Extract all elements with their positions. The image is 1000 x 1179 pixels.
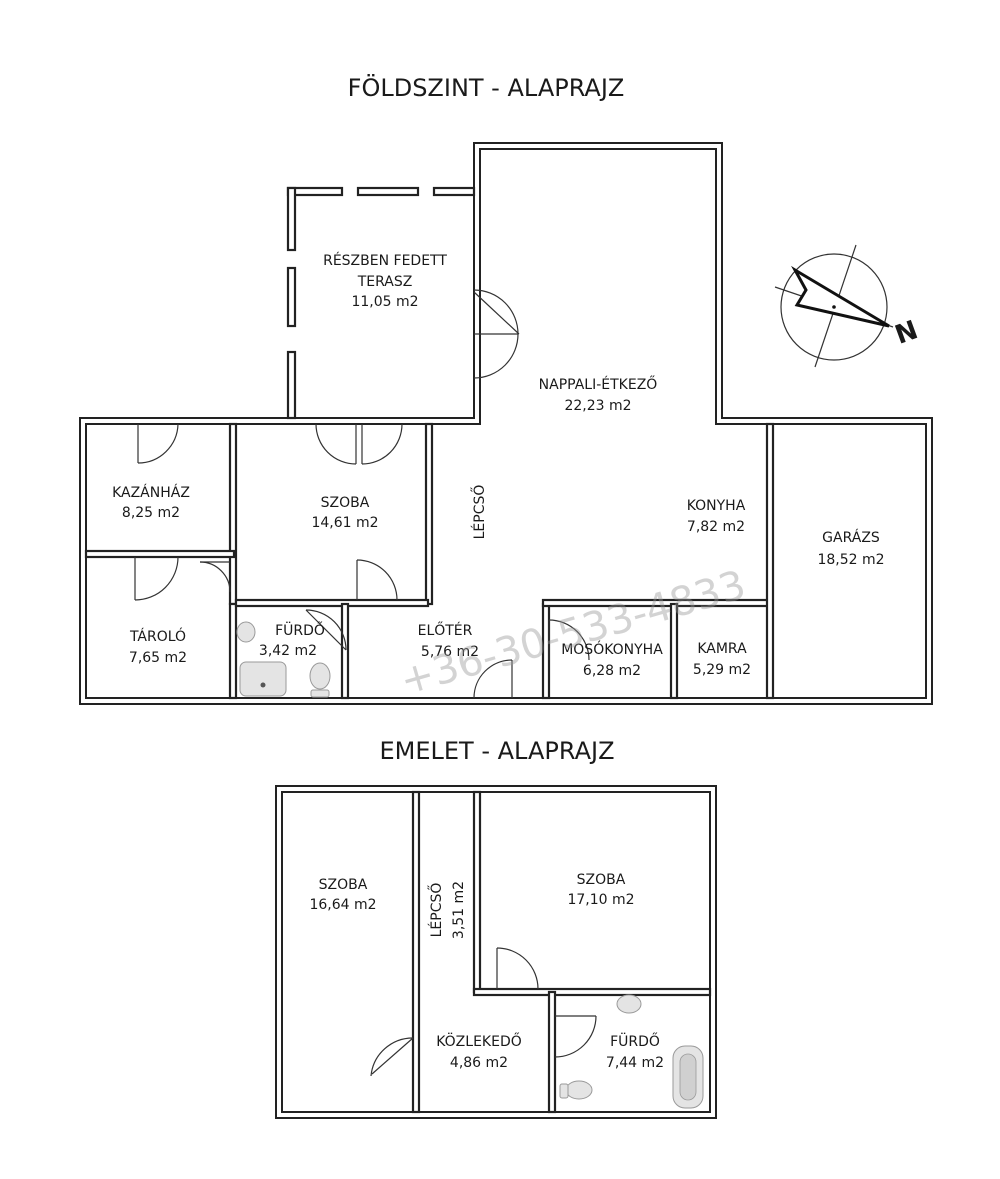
upper-stairs-label: LÉPCSŐ [427, 883, 445, 938]
shower-tray-icon [239, 661, 287, 697]
ground-bath-fixtures [236, 621, 331, 698]
kitchen-label: KONYHA [687, 498, 746, 514]
boiler-room-area: 8,25 m2 [122, 505, 180, 521]
corridor-label: KÖZLEKEDŐ [436, 1032, 522, 1050]
wall-room-stairs [424, 422, 434, 606]
wall-boiler-room [228, 422, 238, 606]
garage-label: GARÁZS [822, 529, 880, 546]
corridor-area: 4,86 m2 [450, 1055, 508, 1071]
bath-label: FÜRDŐ [275, 621, 325, 639]
terrace-label: RÉSZBEN FEDETT [323, 252, 447, 269]
kitchen-area: 7,82 m2 [687, 519, 745, 535]
ground-floor-walls [79, 142, 933, 705]
bath-area: 3,42 m2 [259, 643, 317, 659]
boiler-room-label: KAZÁNHÁZ [112, 484, 190, 501]
wall-stairs-room2 [472, 790, 482, 994]
pantry-label: KAMRA [697, 641, 747, 657]
room-area: 14,61 m2 [311, 515, 378, 531]
sink-icon [616, 994, 642, 1014]
wall-room1-stairs [411, 790, 421, 1114]
living-dining-area: 22,23 m2 [564, 398, 631, 414]
garage-area: 18,52 m2 [817, 552, 884, 568]
ground-floor-labels: RÉSZBEN FEDETT TERASZ 11,05 m2 NAPPALI-É… [112, 252, 884, 679]
upper-floor-title: EMELET - ALAPRAJZ [379, 737, 614, 765]
stairs-label: LÉPCSŐ [470, 485, 488, 540]
room-label: SZOBA [321, 495, 370, 511]
wall-bath-hall [340, 602, 350, 700]
storage-area: 7,65 m2 [129, 650, 187, 666]
upper-bath-label: FÜRDŐ [610, 1032, 660, 1050]
ground-floor-doors [134, 289, 717, 699]
upper-floor-labels: SZOBA 16,64 m2 LÉPCSŐ 3,51 m2 SZOBA 17,1… [309, 872, 664, 1071]
upper-floor-doors [370, 947, 597, 1077]
terrace-label-2: TERASZ [357, 274, 413, 290]
upper-room2-area: 17,10 m2 [567, 892, 634, 908]
upper-room1-area: 16,64 m2 [309, 897, 376, 913]
terrace-outline [286, 186, 476, 420]
laundry-area: 6,28 m2 [583, 663, 641, 679]
upper-floor-walls [275, 785, 717, 1119]
hall-area: 5,76 m2 [421, 644, 479, 660]
upper-room1-label: SZOBA [319, 877, 368, 893]
pantry-area: 5,29 m2 [693, 662, 751, 678]
wall-room2-bottom [472, 987, 712, 997]
north-arrow-icon [791, 265, 890, 328]
wall-laundry-pantry [669, 602, 679, 700]
hall-label: ELŐTÉR [418, 621, 473, 639]
compass-circle [780, 253, 888, 361]
wall-room-bath [234, 598, 430, 608]
laundry-label: MOSÓKONYHA [561, 640, 663, 658]
upper-room2-label: SZOBA [577, 872, 626, 888]
wall-boiler-storage [84, 549, 236, 559]
upper-bath-area: 7,44 m2 [606, 1055, 664, 1071]
sink-icon [236, 621, 256, 643]
storage-label: TÁROLÓ [129, 627, 186, 645]
living-dining-label: NAPPALI-ÉTKEZŐ [539, 375, 658, 393]
ground-floor-title: FÖLDSZINT - ALAPRAJZ [348, 73, 625, 102]
upper-stairs-area: 3,51 m2 [451, 881, 467, 939]
toilet-icon [309, 662, 331, 690]
wall-corridor-bath [547, 990, 557, 1114]
north-label: N [891, 315, 922, 351]
wall-garage [765, 422, 775, 700]
upper-bath-fixtures [559, 994, 704, 1109]
terrace-area: 11,05 m2 [351, 294, 418, 310]
toilet-icon [565, 1080, 593, 1100]
compass: N [774, 244, 922, 368]
